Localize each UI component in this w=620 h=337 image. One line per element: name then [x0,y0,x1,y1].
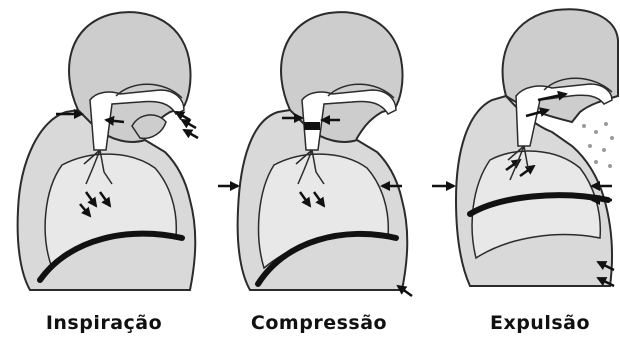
closed-glottis [304,122,320,130]
panel-expulsao [432,9,618,286]
panel-inspiracao [18,12,198,290]
panel-compressao [218,12,412,296]
caption-compressao: Compressão [251,312,387,334]
caption-inspiracao: Inspiração [46,312,162,334]
caption-expulsao: Expulsão [490,312,590,334]
